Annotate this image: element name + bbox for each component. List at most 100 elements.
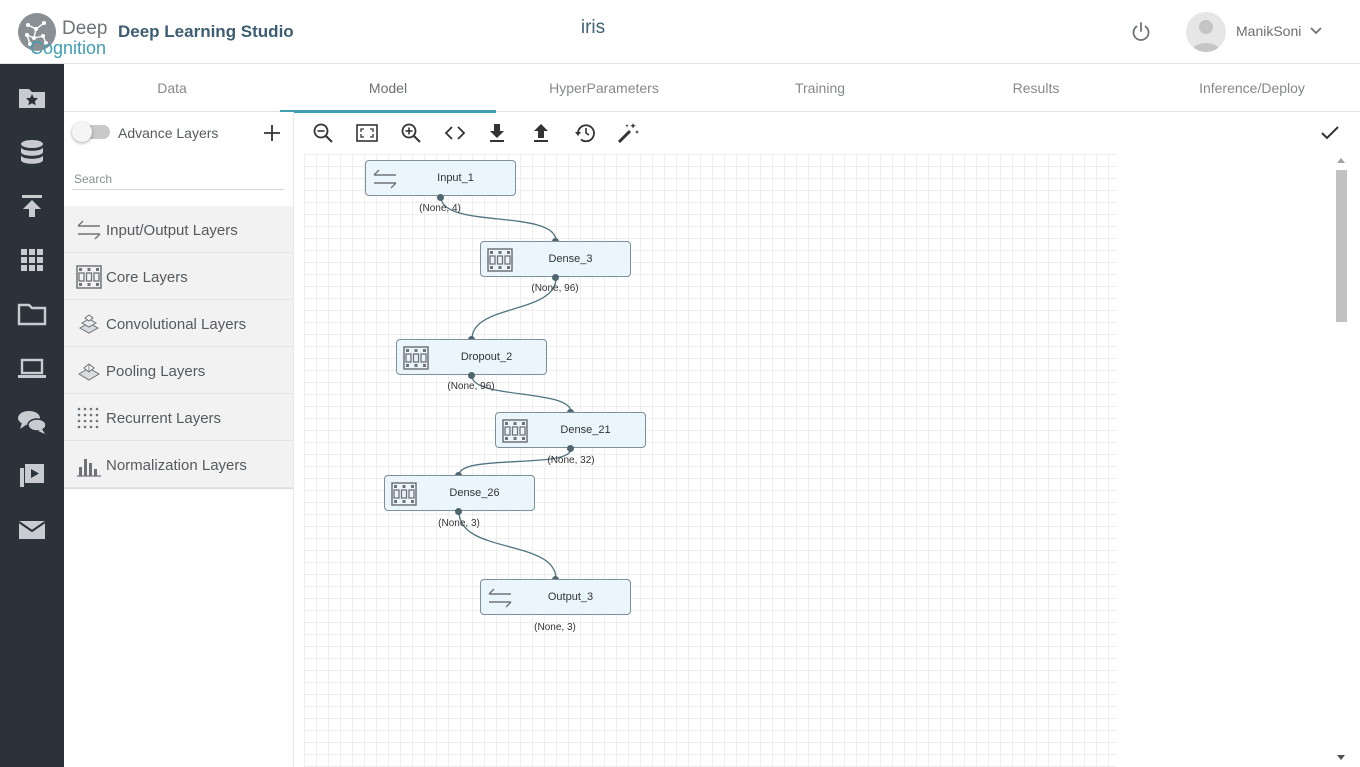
film-strip-icon	[391, 482, 417, 506]
scroll-up-arrow-icon[interactable]	[1336, 156, 1346, 164]
star-folder-icon	[19, 89, 45, 108]
layer-group-pooling[interactable]: Pooling Layers	[64, 347, 293, 394]
node-output-shape: (None, 96)	[447, 381, 495, 392]
rail-item-datasets[interactable]	[16, 136, 48, 168]
film-strip-icon	[403, 346, 429, 370]
layer-group-label: Normalization Layers	[106, 457, 247, 474]
node-label: Dense_21	[560, 424, 611, 436]
tab-hyperparameters[interactable]: HyperParameters	[549, 80, 659, 96]
fit-screen-icon	[356, 124, 378, 142]
node-label: Input_1	[437, 172, 474, 184]
toggle-knob	[72, 122, 92, 142]
advance-layers-toggle[interactable]	[72, 122, 110, 142]
tab-training[interactable]: Training	[794, 80, 846, 96]
download-button[interactable]	[486, 122, 508, 144]
project-title: iris	[580, 17, 606, 38]
node-output-shape: (None, 3)	[534, 622, 576, 633]
advance-layers-label: Advance Layers	[118, 125, 219, 141]
tab-data[interactable]: Data	[157, 80, 187, 96]
arrows-swap-icon	[77, 220, 101, 240]
node-label: Dropout_2	[460, 351, 513, 363]
chevron-down-icon[interactable]	[1309, 26, 1323, 36]
tab-model[interactable]: Model	[280, 64, 496, 113]
code-view-button[interactable]	[444, 122, 466, 144]
studio-name: Deep Learning Studio	[118, 22, 294, 41]
tab-results[interactable]: Results	[1012, 80, 1060, 96]
layer-group-label: Recurrent Layers	[106, 410, 222, 427]
pooling-planes-icon	[78, 363, 100, 381]
rail-item-projects[interactable]	[16, 82, 48, 114]
scroll-down-arrow-icon[interactable]	[1336, 754, 1346, 762]
canvas-scrollbar[interactable]	[1333, 154, 1349, 767]
rail-item-apps[interactable]	[16, 244, 48, 276]
node-output-shape: (None, 32)	[547, 455, 595, 466]
layer-group-normalization[interactable]: Normalization Layers	[64, 441, 293, 488]
dot-grid-icon	[77, 407, 99, 429]
output-port[interactable]	[455, 508, 462, 515]
zoom-in-button[interactable]	[400, 122, 422, 144]
power-icon[interactable]	[1129, 20, 1153, 44]
layer-group-label: Input/Output Layers	[106, 222, 238, 239]
code-icon	[444, 126, 466, 140]
zoom-in-icon	[401, 123, 421, 143]
upload-model-button[interactable]	[530, 122, 552, 144]
mail-icon	[18, 521, 46, 539]
laptop-icon	[18, 358, 46, 378]
zoom-out-icon	[313, 123, 333, 143]
logo-text-top: Deep	[62, 18, 108, 39]
stacked-planes-icon	[78, 314, 100, 334]
output-port[interactable]	[567, 445, 574, 452]
canvas-toolbar	[294, 112, 1360, 154]
auto-layout-button[interactable]	[617, 122, 639, 144]
plus-icon[interactable]	[262, 123, 282, 143]
grid-apps-icon	[21, 249, 43, 271]
node-input-1[interactable]: Input_1	[365, 160, 516, 196]
history-button[interactable]	[574, 122, 596, 144]
rail-item-messages[interactable]	[16, 514, 48, 546]
node-dropout-2[interactable]: Dropout_2	[396, 339, 547, 375]
model-canvas[interactable]: Input_1 (None, 4) Dense_3 (None, 96) Dro…	[304, 154, 1116, 767]
node-output-shape: (None, 3)	[438, 518, 480, 529]
tab-inference-deploy[interactable]: Inference/Deploy	[1199, 80, 1305, 96]
scroll-thumb[interactable]	[1336, 170, 1347, 322]
film-strip-icon	[502, 419, 528, 443]
zoom-out-button[interactable]	[312, 122, 334, 144]
fit-screen-button[interactable]	[356, 122, 378, 144]
username[interactable]: ManikSoni	[1236, 23, 1302, 39]
wire-dropout2-dense21	[471, 375, 572, 413]
brain-icon	[18, 13, 56, 51]
check-icon	[1321, 126, 1339, 140]
output-port[interactable]	[437, 194, 444, 201]
layer-search-input[interactable]	[72, 168, 284, 190]
layer-group-convolutional[interactable]: Convolutional Layers	[64, 300, 293, 347]
node-dense-3[interactable]: Dense_3	[480, 241, 631, 277]
layer-group-recurrent[interactable]: Recurrent Layers	[64, 394, 293, 441]
node-dense-26[interactable]: Dense_26	[384, 475, 535, 511]
upload-icon	[534, 124, 548, 142]
magic-wand-icon	[617, 123, 639, 144]
video-library-icon	[20, 464, 44, 487]
output-port[interactable]	[552, 274, 559, 281]
rail-item-files[interactable]	[16, 298, 48, 330]
node-label: Dense_3	[548, 253, 593, 265]
deep-cognition-logo[interactable]: Deep Cognition	[14, 8, 114, 58]
wire-input1-dense3	[440, 196, 557, 242]
download-icon	[490, 124, 504, 142]
left-nav-rail	[0, 64, 64, 767]
avatar[interactable]	[1186, 12, 1226, 52]
node-label: Dense_26	[449, 487, 500, 499]
layer-group-core[interactable]: Core Layers	[64, 253, 293, 300]
rail-item-environment[interactable]	[16, 352, 48, 384]
wire-dense3-dropout2	[471, 277, 557, 340]
layer-group-input-output[interactable]: Input/Output Layers	[64, 206, 293, 253]
arrows-swap-icon	[488, 588, 512, 608]
rail-item-forum[interactable]	[16, 406, 48, 438]
node-dense-21[interactable]: Dense_21	[495, 412, 646, 448]
node-output-3[interactable]: Output_3	[480, 579, 631, 615]
output-port[interactable]	[468, 372, 475, 379]
confirm-button[interactable]	[1319, 122, 1341, 144]
layer-group-list: Input/Output Layers Core Layers Convolut…	[64, 206, 293, 489]
layer-panel: Advance Layers Input/Output Layers Core …	[64, 112, 294, 767]
rail-item-upload[interactable]	[16, 190, 48, 222]
rail-item-videos[interactable]	[16, 460, 48, 492]
